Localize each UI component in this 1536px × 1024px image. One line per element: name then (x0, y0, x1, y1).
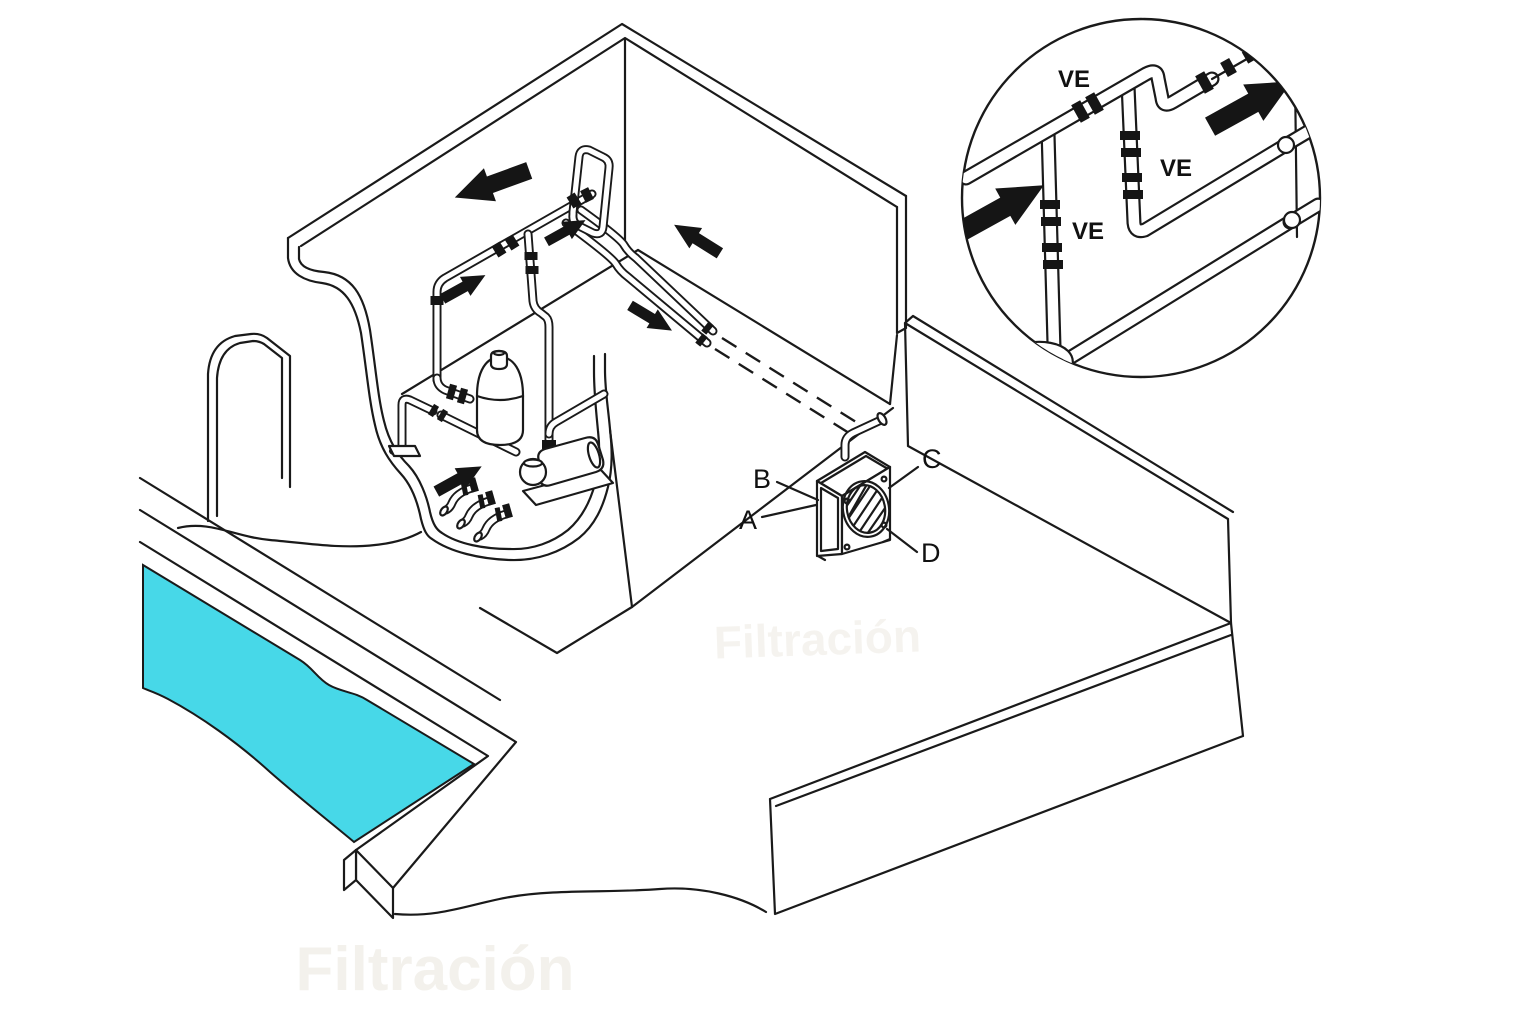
terrain-wave-line (393, 887, 768, 916)
slab-corner-edges (478, 428, 634, 655)
pool-water (142, 563, 476, 844)
pipe-open-end (876, 412, 888, 426)
wall-top-outer-edge (286, 22, 908, 240)
detail-label-ve2: VE (1160, 155, 1192, 182)
hose3-open-end (473, 531, 483, 543)
left-wall-stub-outer (206, 332, 292, 523)
pool-ground-line (138, 476, 502, 702)
detail-pipe-mound (1006, 340, 1074, 377)
pool-coping-inner (138, 540, 490, 852)
pump-strainer-lid (522, 458, 544, 468)
part-labels: A B C D (739, 444, 942, 568)
filter-tank-lid-top (492, 349, 506, 357)
detail-label-ve3: VE (1072, 218, 1104, 245)
hose1-open-end (439, 505, 449, 517)
label-c-leader (887, 465, 920, 490)
pipe-valves (427, 187, 714, 449)
pool-coping-outer (138, 508, 518, 890)
detail-valve-bands (1040, 71, 1214, 269)
watermark-bottom: Filtración (295, 935, 574, 1004)
terrace-and-low-wall (768, 314, 1245, 916)
right-wall-end (888, 194, 908, 406)
terrace-slab-front (768, 621, 1245, 916)
filter-tank-seam (475, 394, 525, 402)
label-b-leader (775, 480, 820, 502)
filtration-equipment (439, 349, 615, 543)
watermarks: Filtración Filtración (295, 609, 921, 1004)
heat-pump-top-frame (819, 454, 890, 485)
detail-check-valve-body (1220, 58, 1237, 77)
low-wall (903, 314, 1235, 625)
label-d: D (921, 538, 941, 568)
pool (138, 476, 768, 920)
pipe-floor-flange-plate (387, 444, 422, 458)
heat-pump-side-panel-inner (819, 486, 840, 553)
plant-room-structure (176, 22, 908, 655)
wall-top-inner-edge (299, 36, 899, 248)
right-wall-base-line (636, 248, 892, 406)
wall-piping (387, 150, 888, 458)
hidden-pipe-dashed (714, 336, 865, 440)
heat-pump-unit (815, 450, 892, 562)
flow-arrow-wall-left (448, 153, 536, 215)
left-wall-stub-inner (215, 339, 284, 518)
detail-circle: VE VE VE (960, 17, 1322, 379)
detail-pipe-elbow-2 (1282, 210, 1302, 230)
detail-pipe-elbow-1 (1276, 135, 1296, 155)
pump-motor-endcap (586, 441, 602, 469)
flow-arrow-corner (667, 214, 727, 264)
pool-coping-end-block-side (342, 848, 358, 892)
detail-mound-collar (1023, 350, 1057, 368)
hose-valves (460, 477, 513, 522)
grade-wave-line (176, 524, 423, 548)
label-d-leader (885, 527, 919, 554)
hose2-open-end (456, 518, 466, 530)
heat-pump-feet (816, 537, 892, 562)
label-a: A (739, 505, 757, 535)
label-c: C (922, 444, 942, 474)
fan-screws (843, 475, 888, 551)
fan-ring-inner (845, 484, 887, 534)
fan-ring-outer (841, 480, 891, 538)
label-a-leader (760, 503, 818, 519)
pool-coping-end-block (354, 848, 395, 920)
flow-arrow-to-heat-pump (624, 296, 678, 340)
detail-label-ve1: VE (1058, 66, 1090, 93)
label-b: B (753, 464, 771, 494)
watermark-middle: Filtración (713, 609, 922, 668)
